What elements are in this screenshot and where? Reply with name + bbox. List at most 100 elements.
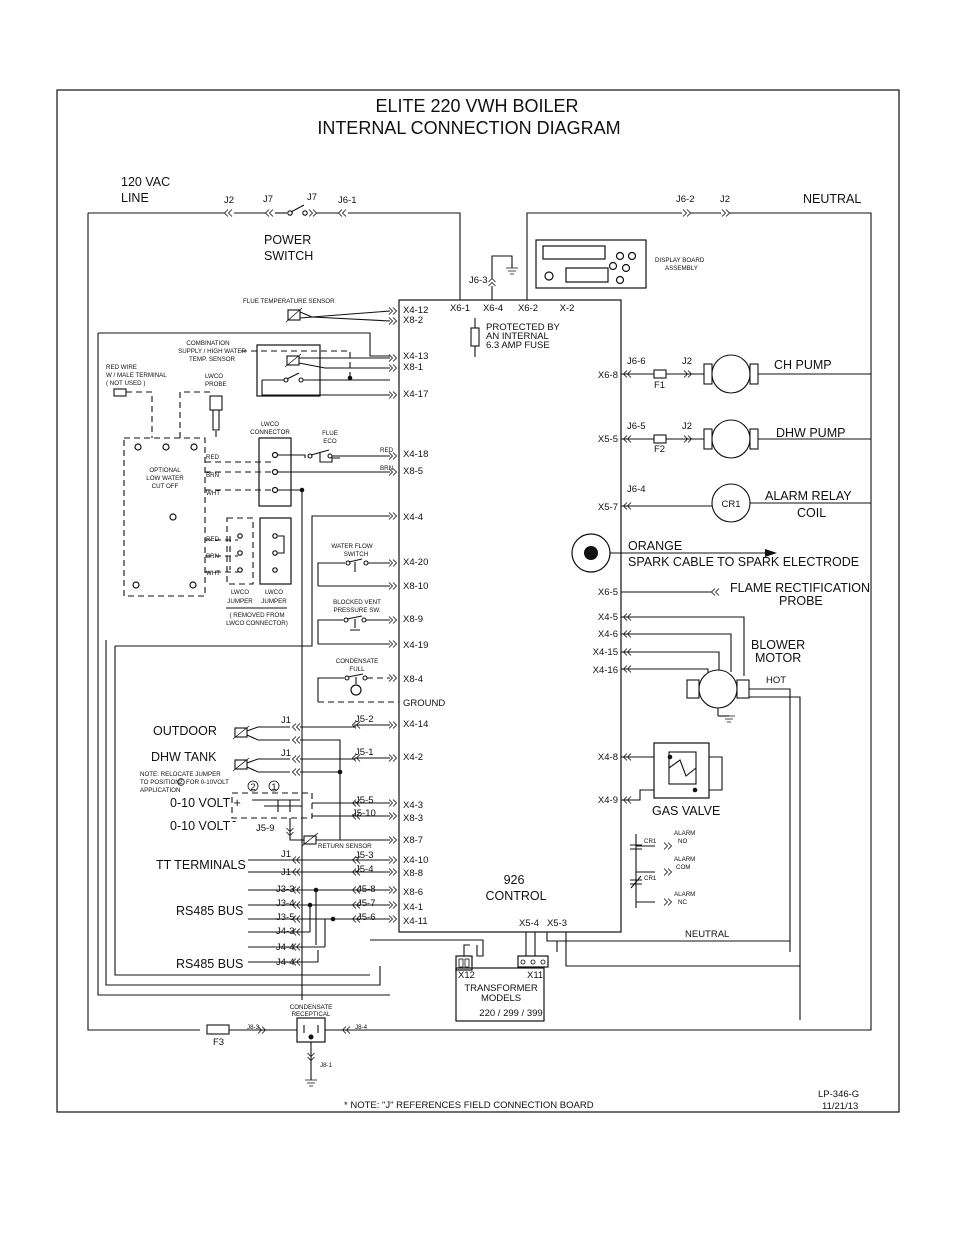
display-board-label-1: DISPLAY BOARD	[655, 257, 705, 264]
flue-eco-label-2: ECO	[323, 438, 337, 445]
pin-left-x8-3: X8-3	[403, 813, 423, 824]
volt-plus-label: 0-10 VOLT +	[170, 796, 241, 810]
pin-right-x5-5: X5-5	[598, 434, 618, 445]
transformer-x11: X11	[527, 970, 543, 981]
red-wire-label-1: RED WIRE	[106, 364, 137, 371]
blower-label-2: MOTOR	[755, 651, 801, 665]
power-line-section: 120 VAC LINE NEUTRAL POWER SWITCH J2 J7 …	[87, 175, 872, 1031]
pin-bottom-x5-3: X5-3	[547, 918, 567, 929]
dhw-tank-label: DHW TANK	[151, 750, 217, 764]
dhw-pump-label: DHW PUMP	[776, 426, 845, 440]
conn-j5-8: J5-8	[357, 884, 375, 895]
fuse-label-3: 6.3 AMP FUSE	[486, 340, 550, 351]
display-board: DISPLAY BOARD ASSEMBLY	[535, 239, 705, 289]
title-line-2: INTERNAL CONNECTION DIAGRAM	[317, 118, 620, 138]
lwco-jumper	[259, 517, 292, 585]
pin-top-x-2: X-2	[560, 303, 575, 314]
control-name-control: CONTROL	[485, 889, 546, 903]
conn-j6-3: J6-3	[469, 275, 487, 286]
rs485-bus-label-1: RS485 BUS	[176, 904, 243, 918]
conn-j1-outdoor: J1	[281, 715, 291, 726]
wire-red-1: RED	[206, 454, 220, 461]
alarm-nc-label-1: ALARM	[674, 891, 695, 898]
fuse-f3	[206, 1024, 230, 1035]
pin-left-ground: GROUND	[403, 698, 445, 709]
jumper-label-2: JUMPER	[227, 598, 253, 605]
pin-left-x4-4: X4-4	[403, 512, 423, 523]
transformer-box	[455, 967, 545, 1022]
pin-left-x4-18: X4-18	[403, 449, 428, 460]
wire-brn-1: BRN	[206, 472, 219, 479]
title-line-1: ELITE 220 VWH BOILER	[375, 96, 578, 116]
volt-minus-sign: -	[232, 814, 236, 828]
blocked-vent-label-1: BLOCKED VENT	[333, 599, 381, 606]
pin-top-x6-2: X6-2	[518, 303, 538, 314]
neutral-label: NEUTRAL	[803, 192, 861, 206]
flue-eco-label-1: FLUE	[322, 430, 338, 437]
coil-label: COIL	[797, 506, 826, 520]
gas-valve-label: GAS VALVE	[652, 804, 720, 818]
transformer-label-2: MODELS	[481, 993, 521, 1004]
alarm-nc-label-2: NC	[678, 899, 687, 906]
lwco-probe-label-2: PROBE	[205, 381, 227, 388]
conn-j5-1: J5-1	[355, 747, 373, 758]
red-wire-label-3: ( NOT USED )	[106, 380, 145, 387]
conn-j1-tt-2: J1	[281, 867, 291, 878]
lwco-jumper-removed	[226, 517, 254, 585]
conn-j8-4: J8-4	[355, 1024, 368, 1031]
pin-right-x4-8: X4-8	[598, 752, 618, 763]
pin-left-x4-12: X4-12	[403, 305, 428, 316]
conn-j8-3: J8-3	[247, 1024, 260, 1031]
conn-j1-dhw: J1	[281, 748, 291, 759]
blower-label-1: BLOWER	[751, 638, 805, 652]
neutral-bottom-label: NEUTRAL	[685, 929, 729, 940]
jumper-pos-1: 1	[271, 782, 276, 793]
pin-left-x4-20: X4-20	[403, 557, 428, 568]
pin-bottom-x5-4: X5-4	[519, 918, 539, 929]
pin-left-x4-17: X4-17	[403, 389, 428, 400]
note-relocate-2: TO POSITION	[140, 779, 180, 786]
gas-valve	[653, 742, 710, 799]
lwco-connector-label-1: LWCO	[261, 421, 279, 428]
lwco-probe-label-1: LWCO	[205, 373, 223, 380]
jumper-label-1: LWCO	[231, 589, 249, 596]
optional-lwco-label-1: OPTIONAL	[149, 467, 181, 474]
power-switch-label-1: POWER	[264, 233, 311, 247]
jumper-pos-2: 2	[250, 782, 255, 793]
line-label-line: LINE	[121, 191, 149, 205]
conn-j3-5: J3-5	[276, 912, 294, 923]
fuse-label-2: AN INTERNAL	[486, 331, 549, 342]
conn-j4-4-b: J4-4	[276, 957, 294, 968]
fuse-f1: F1	[654, 380, 665, 391]
conn-j2-dhw: J2	[682, 421, 692, 432]
power-switch-label-2: SWITCH	[264, 249, 313, 263]
spark-cable-label: SPARK CABLE TO SPARK ELECTRODE	[628, 555, 859, 569]
pin-top-x6-4: X6-4	[483, 303, 503, 314]
note-relocate-1: NOTE: RELOCATE JUMPER	[140, 771, 221, 778]
condensate-full-label-1: CONDENSATE	[336, 658, 379, 665]
pin-left-x8-4: X8-4	[403, 674, 423, 685]
blocked-vent-label-2: PRESSURE SW.	[333, 607, 380, 614]
wire-red-2: RED	[380, 447, 394, 454]
removed-label-1: ( REMOVED FROM	[230, 612, 285, 619]
pin-left-x4-1: X4-1	[403, 902, 423, 913]
transformer-x12: X12	[458, 970, 475, 981]
wire-red-3: RED	[206, 536, 220, 543]
red-wire-label-2: W / MALE TERMINAL	[106, 372, 167, 379]
conn-j6-4: J6-4	[627, 484, 645, 495]
pin-left-x8-5: X8-5	[403, 466, 423, 477]
conn-j5-2: J5-2	[355, 714, 373, 725]
conn-j4-4-a: J4-4	[276, 942, 294, 953]
cr1-contact-b: CR1	[644, 875, 657, 882]
conn-j6-2: J6-2	[676, 194, 694, 205]
volt-minus-label: 0-10 VOLT	[170, 819, 231, 833]
lwco-connector-label-2: CONNECTOR	[250, 429, 290, 436]
note-relocate-4: APPLICATION	[140, 787, 180, 794]
conn-j5-9: J5-9	[256, 823, 274, 834]
wire-brn-3: BRN	[206, 553, 219, 560]
outer-frame	[56, 89, 900, 1113]
flame-probe-label-1: FLAME RECTIFICATION	[730, 581, 870, 595]
alarm-no-label-2: NO	[678, 838, 687, 845]
conn-j5-4: J5-4	[355, 864, 373, 875]
pin-left-x8-10: X8-10	[403, 581, 428, 592]
